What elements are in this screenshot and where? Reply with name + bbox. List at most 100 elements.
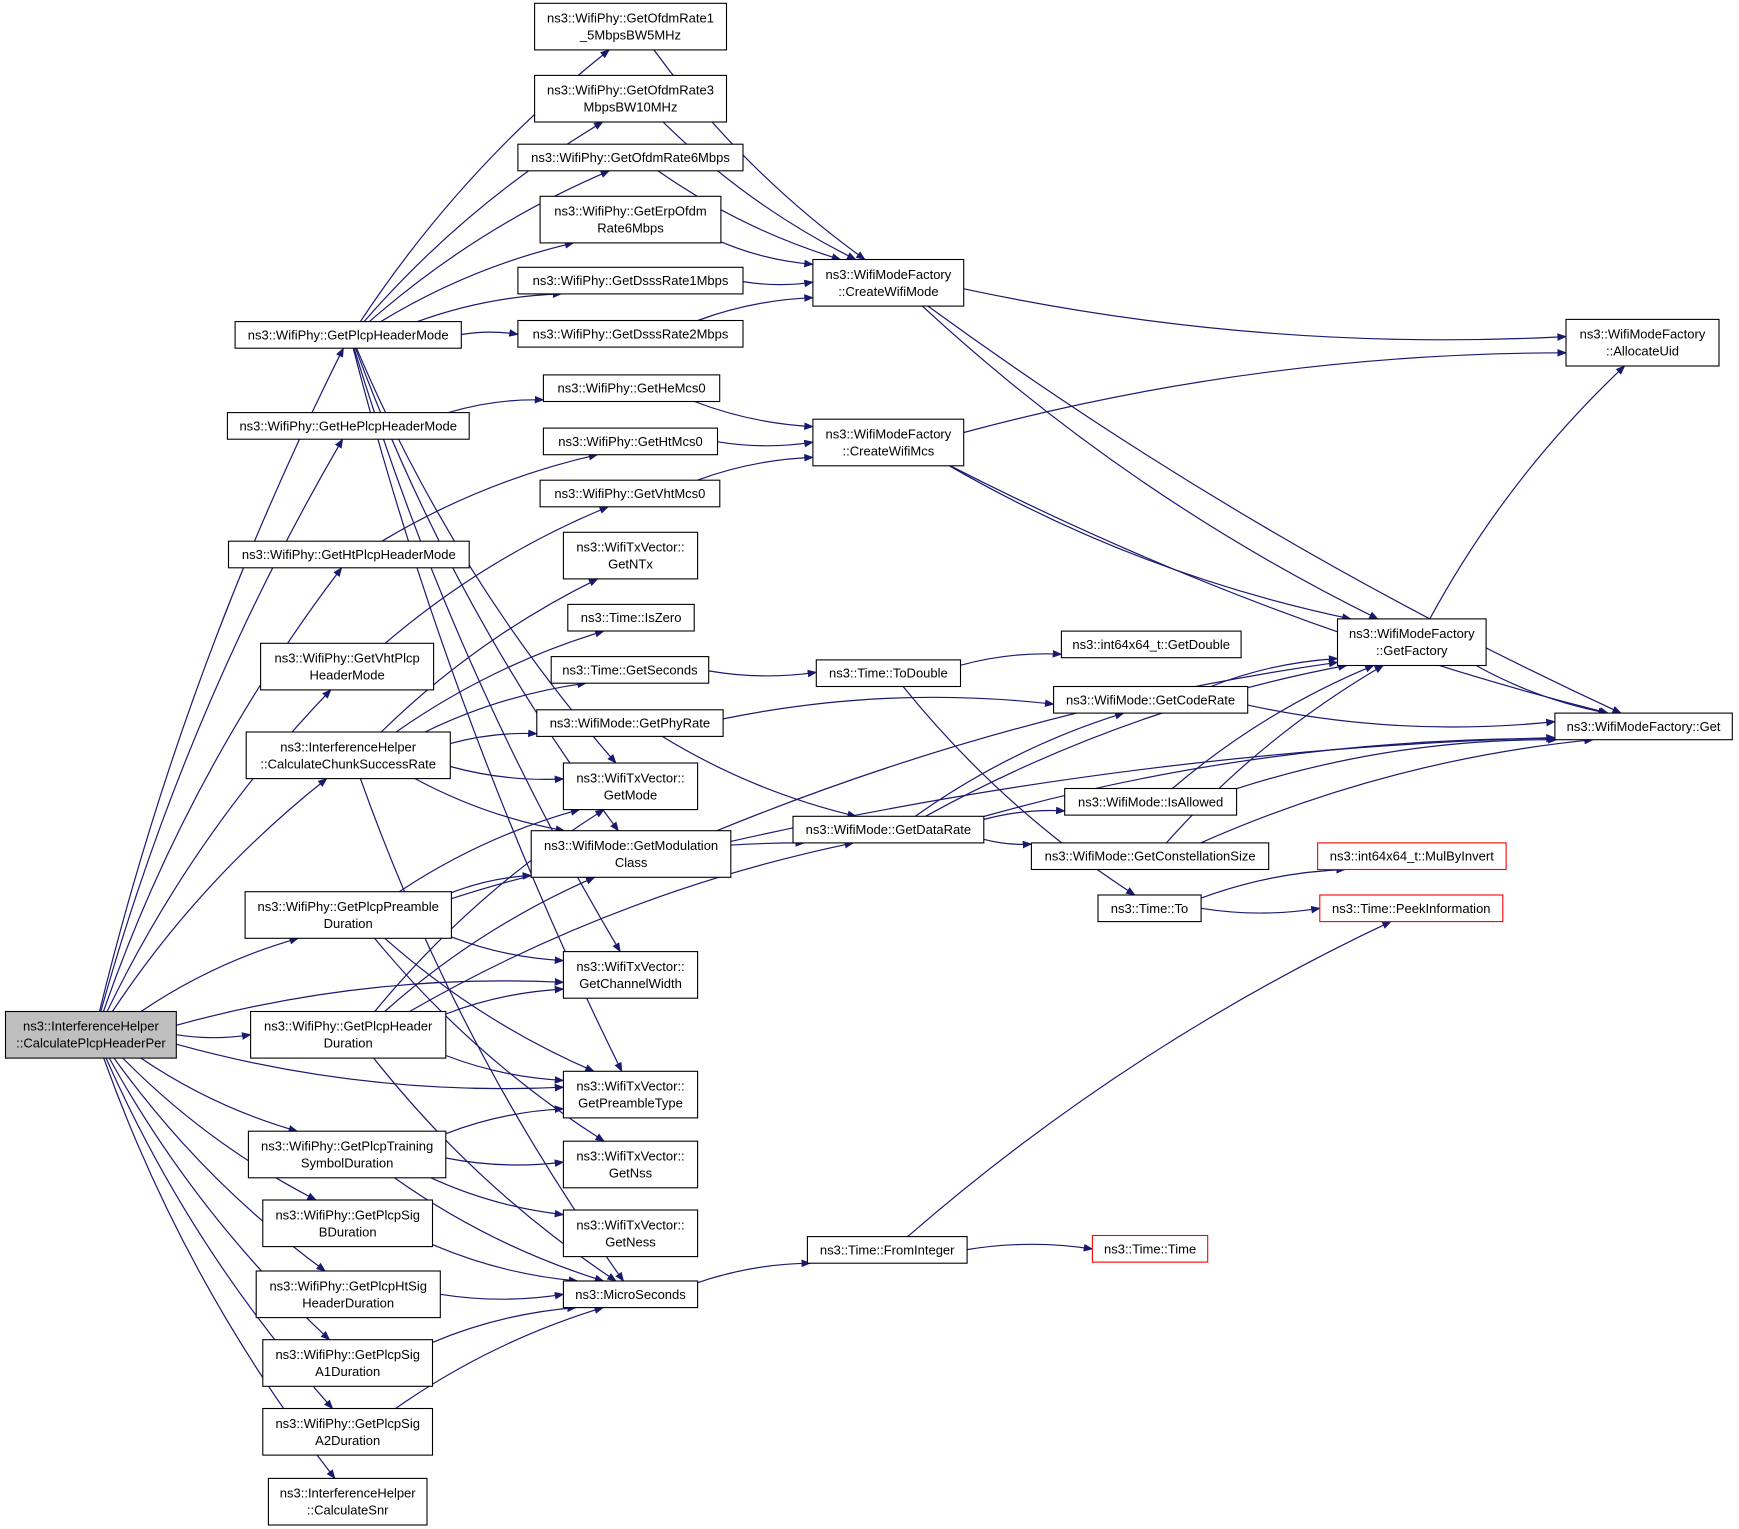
node-getNss[interactable]: ns3::WifiTxVector::GetNss — [562, 1140, 699, 1189]
node-label-line: ns3::WifiPhy::GetPlcpSig — [275, 1347, 420, 1362]
node-label-line: ns3::WifiPhy::GetOfdmRate6Mbps — [531, 150, 730, 165]
node-label-line: ns3::MicroSeconds — [575, 1287, 686, 1302]
node-createWifiMcs[interactable]: ns3::WifiModeFactory::CreateWifiMcs — [812, 418, 965, 467]
node-label-line: ns3::WifiPhy::GetPlcpTraining — [261, 1139, 433, 1154]
node-getChannelWidth[interactable]: ns3::WifiTxVector::GetChannelWidth — [562, 951, 699, 999]
node-calcSnr[interactable]: ns3::InterferenceHelper::CalculateSnr — [267, 1477, 428, 1526]
node-getNTx[interactable]: ns3::WifiTxVector::GetNTx — [562, 531, 699, 580]
edge-getPlcpSigB-to-microSeconds — [432, 1244, 579, 1285]
edge-getPlcpHtSig-to-microSeconds — [440, 1291, 565, 1300]
node-getSeconds[interactable]: ns3::Time::GetSeconds — [550, 656, 710, 684]
node-getHePlcpHeaderMode[interactable]: ns3::WifiPhy::GetHePlcpHeaderMode — [226, 412, 470, 440]
node-label-line: HeaderDuration — [302, 1295, 394, 1310]
node-label-line: ns3::WifiPhy::GetVhtMcs0 — [554, 486, 705, 501]
node-box — [542, 427, 719, 456]
edge-getPlcpPreambleDuration-to-getNss — [374, 937, 606, 1142]
node-label-line: _5MbpsBW5MHz — [579, 28, 681, 43]
edge-getDataRate-to-isAllowed — [983, 806, 1066, 821]
node-box — [792, 815, 985, 844]
node-label-line: ns3::WifiTxVector:: — [576, 1149, 684, 1164]
node-box — [562, 1280, 699, 1309]
edge-getPlcpTraining-to-getNss — [445, 1157, 565, 1167]
node-getMode[interactable]: ns3::WifiTxVector::GetMode — [562, 762, 699, 811]
node-label-line: ns3::WifiPhy::GetPlcpHeaderMode — [248, 327, 449, 342]
node-int64GetDouble[interactable]: ns3::int64x64_t::GetDouble — [1060, 630, 1242, 659]
node-allocateUid[interactable]: ns3::WifiModeFactory::AllocateUid — [1565, 318, 1720, 367]
edge-getPlcpPreambleDuration-to-getChannelWidth — [451, 936, 565, 965]
node-heMcs0[interactable]: ns3::WifiPhy::GetHeMcs0 — [542, 374, 721, 403]
node-vhtMcs0[interactable]: ns3::WifiPhy::GetVhtMcs0 — [539, 479, 721, 508]
node-box — [542, 374, 721, 403]
node-getPreambleType[interactable]: ns3::WifiTxVector::GetPreambleType — [562, 1070, 699, 1119]
node-box — [1554, 712, 1733, 741]
node-dsss2[interactable]: ns3::WifiPhy::GetDsssRate2Mbps — [517, 319, 744, 348]
edge-root-to-getChannelWidth — [176, 978, 565, 1026]
edge-getPlcpHeaderMode-to-ofdm6 — [369, 170, 611, 323]
node-label-line: ns3::WifiTxVector:: — [576, 959, 684, 974]
node-getHtPlcpHeaderMode[interactable]: ns3::WifiPhy::GetHtPlcpHeaderMode — [227, 540, 470, 569]
node-calcChunk[interactable]: ns3::InterferenceHelper::CalculateChunkS… — [245, 731, 451, 780]
node-label-line: HeaderMode — [310, 668, 385, 683]
node-toDouble[interactable]: ns3::Time::ToDouble — [815, 659, 962, 688]
node-timeTo[interactable]: ns3::Time::To — [1097, 894, 1202, 923]
node-getPlcpHeaderMode[interactable]: ns3::WifiPhy::GetPlcpHeaderMode — [234, 321, 462, 349]
node-box — [812, 258, 965, 307]
node-ofdm15[interactable]: ns3::WifiPhy::GetOfdmRate1_5MbpsBW5MHz — [534, 2, 728, 51]
node-label-line: ns3::WifiTxVector:: — [576, 1079, 684, 1094]
edge-microSeconds-to-fromInteger — [697, 1259, 812, 1284]
node-timeTime[interactable]: ns3::Time::Time — [1091, 1234, 1209, 1263]
node-label-line: Duration — [324, 1036, 373, 1051]
edge-calcChunk-to-getModClass — [414, 778, 566, 833]
node-getDataRate[interactable]: ns3::WifiMode::GetDataRate — [792, 815, 985, 844]
node-microSeconds[interactable]: ns3::MicroSeconds — [562, 1280, 699, 1309]
node-htMcs0[interactable]: ns3::WifiPhy::GetHtMcs0 — [542, 427, 719, 456]
edge-root-to-getVhtPlcpHeaderMode — [106, 689, 332, 1012]
node-mulByInvert[interactable]: ns3::int64x64_t::MulByInvert — [1317, 842, 1507, 871]
node-label-line: GetMode — [604, 787, 657, 802]
node-label-line: ns3::WifiMode::GetDataRate — [806, 822, 971, 837]
edge-getPlcpHeaderDuration-to-getModClass — [384, 876, 596, 1012]
edge-timeTo-to-peekInfo — [1201, 905, 1321, 914]
node-box — [245, 731, 451, 780]
node-label-line: ::CreateWifiMcs — [843, 444, 935, 459]
edge-timeTo-to-mulByInvert — [1200, 865, 1346, 899]
edge-toDouble-to-int64GetDouble — [960, 649, 1063, 666]
node-getPlcpTraining[interactable]: ns3::WifiPhy::GetPlcpTrainingSymbolDurat… — [247, 1130, 447, 1179]
node-label-line: ns3::WifiPhy::GetPlcpSig — [275, 1207, 420, 1222]
node-label-line: ns3::WifiPhy::GetErpOfdm — [554, 204, 706, 219]
node-dsss1[interactable]: ns3::WifiPhy::GetDsssRate1Mbps — [517, 266, 744, 295]
node-label-line: ns3::WifiPhy::GetPlcpHeader — [264, 1019, 433, 1034]
node-isAllowed[interactable]: ns3::WifiMode::IsAllowed — [1064, 787, 1238, 816]
edge-root-to-getPlcpPreambleDuration — [140, 936, 300, 1012]
edge-getConstellation-to-getFactory — [1165, 664, 1385, 844]
node-getConstellation[interactable]: ns3::WifiMode::GetConstellationSize — [1030, 842, 1270, 871]
node-label-line: ns3::InterferenceHelper — [280, 1486, 417, 1501]
node-peekInfo[interactable]: ns3::Time::PeekInformation — [1319, 894, 1504, 923]
node-createWifiMode[interactable]: ns3::WifiModeFactory::CreateWifiMode — [812, 258, 965, 307]
node-fromInteger[interactable]: ns3::Time::FromInteger — [806, 1236, 968, 1264]
edge-getHtPlcpHeaderMode-to-htMcs0 — [381, 452, 599, 542]
node-getPhyRate[interactable]: ns3::WifiMode::GetPhyRate — [536, 709, 724, 737]
node-isZero[interactable]: ns3::Time::IsZero — [567, 603, 695, 632]
node-getNess[interactable]: ns3::WifiTxVector::GetNess — [562, 1209, 699, 1258]
node-factoryGet[interactable]: ns3::WifiModeFactory::Get — [1554, 712, 1733, 741]
node-label-line: GetNss — [609, 1166, 653, 1181]
node-root[interactable]: ns3::InterferenceHelper::CalculatePlcpHe… — [4, 1010, 177, 1059]
edge-createWifiMode-to-factoryGet — [927, 305, 1622, 714]
node-label-line: ns3::Time::GetSeconds — [562, 662, 698, 677]
edge-calcChunk-to-getMode — [450, 765, 565, 784]
node-getFactory[interactable]: ns3::WifiModeFactory::GetFactory — [1336, 618, 1487, 667]
node-ofdm6[interactable]: ns3::WifiPhy::GetOfdmRate6Mbps — [517, 143, 744, 172]
node-label-line: GetNTx — [608, 557, 653, 572]
node-getCodeRate[interactable]: ns3::WifiMode::GetCodeRate — [1053, 685, 1249, 714]
